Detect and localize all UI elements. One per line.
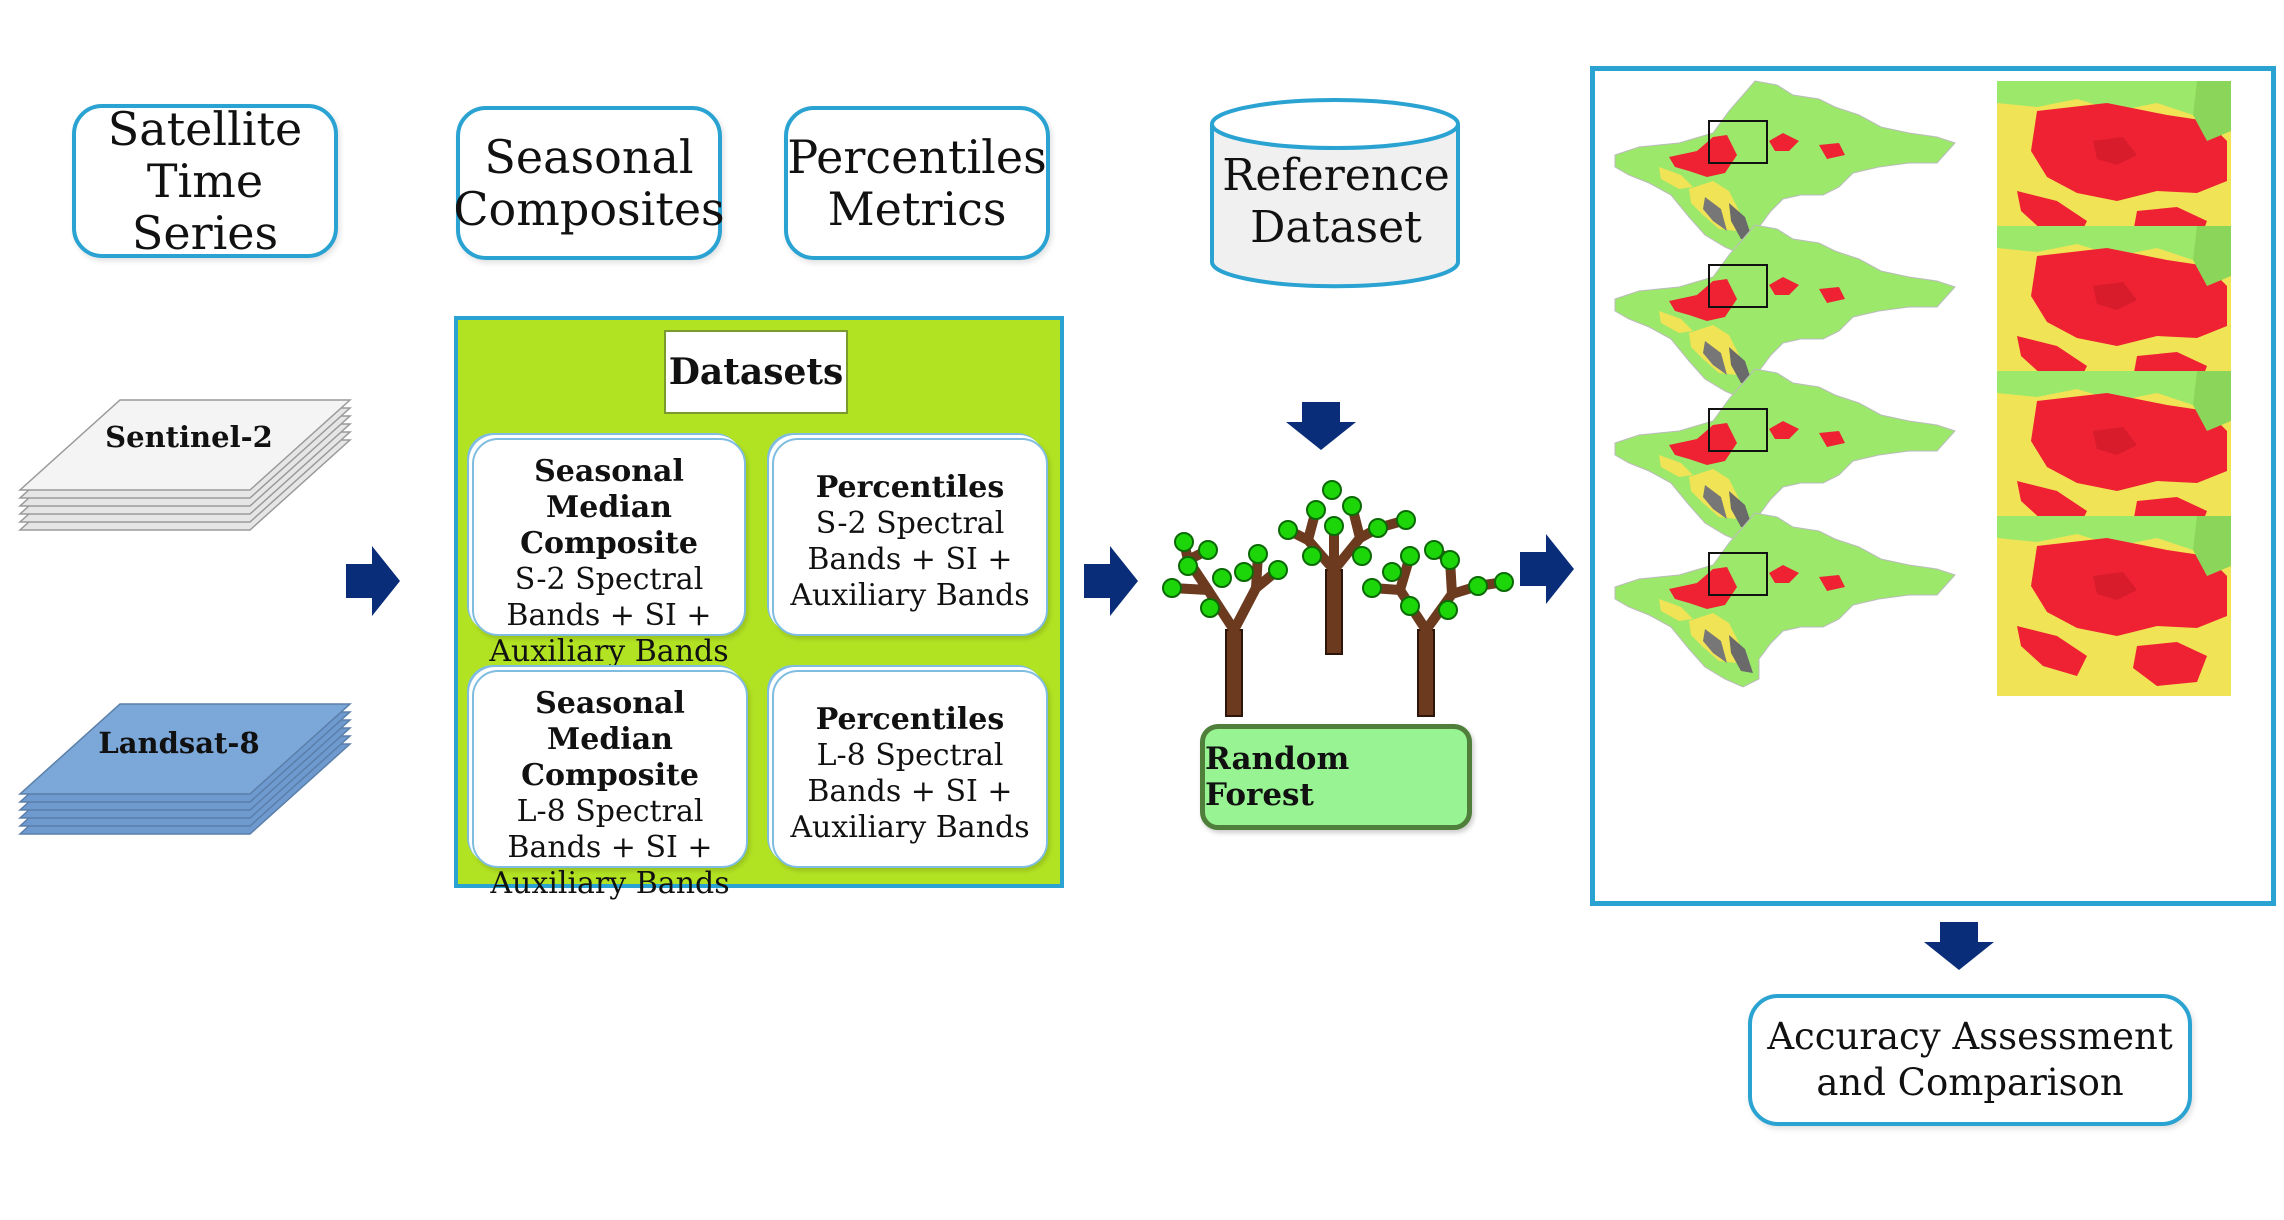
reference-dataset-cylinder-icon [1210,98,1460,289]
random-forest-trees-icon [1162,480,1514,717]
card-title: Percentiles [815,702,1005,737]
card-title: Percentiles [815,470,1005,505]
sentinel-2-label: Sentinel-2 [105,420,273,454]
percentiles-metrics-box: Percentiles Metrics [784,106,1050,260]
sentinel-2-stack-icon [18,399,352,531]
card-body: S-2 Spectral Bands + SI + Auxiliary Band… [790,506,1030,613]
accuracy-assessment-box: Accuracy Assessment and Comparison [1748,994,2192,1126]
classification-maps-icon [1614,80,2231,696]
arrow-down-icon [1924,922,1994,970]
card-title: Seasonal Median Composite [521,686,699,793]
card-body: L-8 Spectral Bands + SI + Auxiliary Band… [790,738,1030,845]
dataset-card-l8-percentiles: Percentiles L-8 Spectral Bands + SI + Au… [772,670,1048,868]
percentiles-metrics-label: Percentiles Metrics [787,130,1047,236]
seasonal-composites-label: Seasonal Composites [453,130,725,236]
accuracy-assessment-label: Accuracy Assessment and Comparison [1767,1015,2173,1104]
arrow-right-icon [346,546,400,616]
arrow-right-icon [1084,546,1138,616]
card-body: L-8 Spectral Bands + SI + Auxiliary Band… [490,794,730,901]
satellite-time-series-box: Satellite Time Series [72,102,338,260]
dataset-card-s2-seasonal: Seasonal Median Composite S-2 Spectral B… [472,438,746,669]
arrow-down-icon [1286,402,1356,450]
dataset-card-s2-percentiles: Percentiles S-2 Spectral Bands + SI + Au… [772,438,1048,636]
seasonal-composites-box: Seasonal Composites [453,106,725,260]
reference-dataset-label: Reference Dataset [1222,150,1450,253]
landsat-8-label: Landsat-8 [98,726,260,760]
arrow-right-icon [1520,534,1574,604]
datasets-title: Datasets [664,330,848,414]
random-forest-box: Random Forest [1200,724,1472,830]
classification-maps-panel [1590,66,2276,906]
landsat-8-stack-icon [18,703,352,835]
datasets-panel: Datasets Seasonal Median Composite S-2 S… [454,316,1064,901]
dataset-card-l8-seasonal: Seasonal Median Composite L-8 Spectral B… [472,670,748,901]
card-body: S-2 Spectral Bands + SI + Auxiliary Band… [489,562,729,669]
random-forest-label: Random Forest [1205,741,1350,813]
card-title: Seasonal Median Composite [520,454,698,561]
satellite-time-series-label: Satellite Time Series [107,102,303,260]
